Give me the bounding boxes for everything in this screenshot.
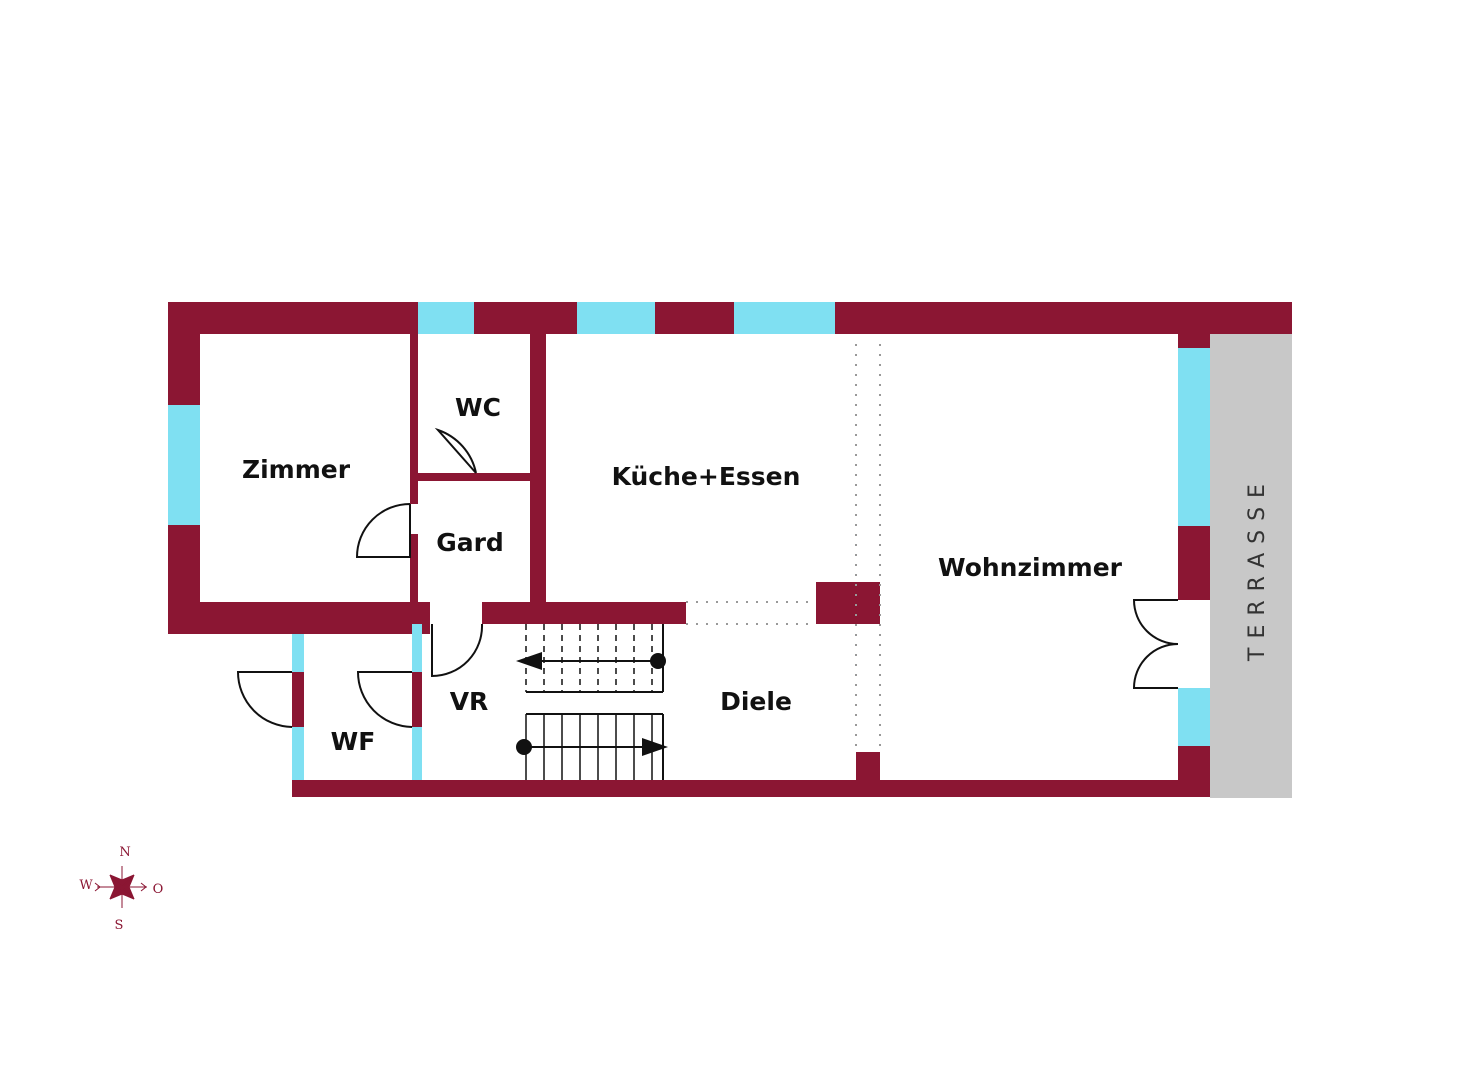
dotted-separators bbox=[686, 344, 881, 752]
terrace-area bbox=[1210, 334, 1292, 798]
walls bbox=[168, 302, 1292, 797]
compass-star-icon bbox=[94, 866, 147, 908]
compass-north: N bbox=[119, 845, 130, 860]
stair-arrow-right bbox=[642, 738, 668, 756]
gard-door bbox=[431, 623, 484, 678]
terrace-door-top bbox=[1132, 599, 1179, 645]
zimmer-door bbox=[355, 503, 411, 558]
room-label-wohnzimmer: Wohnzimmer bbox=[938, 553, 1123, 582]
room-label-gard: Gard bbox=[436, 528, 504, 557]
stair-dot-upper bbox=[650, 653, 666, 669]
room-label-wf: WF bbox=[331, 727, 376, 756]
terrace-door-bottom bbox=[1132, 643, 1179, 689]
entrance-door bbox=[236, 671, 293, 728]
room-label-zimmer: Zimmer bbox=[242, 455, 351, 484]
compass-west: W bbox=[79, 878, 93, 893]
stair-dot-lower bbox=[516, 739, 532, 755]
compass-rose: N S W O bbox=[79, 845, 163, 933]
room-label-wc: WC bbox=[455, 393, 501, 422]
wc-door bbox=[434, 427, 477, 474]
room-label-diele: Diele bbox=[720, 687, 792, 716]
windows bbox=[168, 302, 1210, 780]
stair-arrow-left bbox=[516, 652, 542, 670]
terrace-label: TERRASSE bbox=[1245, 475, 1270, 662]
doors bbox=[236, 427, 1179, 728]
room-label-vr: VR bbox=[450, 687, 489, 716]
staircase-lower bbox=[516, 713, 668, 780]
wf-inner-door bbox=[356, 671, 413, 728]
terrace-door-opening bbox=[1178, 600, 1210, 688]
compass-south: S bbox=[115, 918, 124, 933]
staircase-upper bbox=[516, 624, 666, 693]
room-label-kueche: Küche+Essen bbox=[612, 462, 801, 491]
compass-east: O bbox=[153, 882, 164, 897]
